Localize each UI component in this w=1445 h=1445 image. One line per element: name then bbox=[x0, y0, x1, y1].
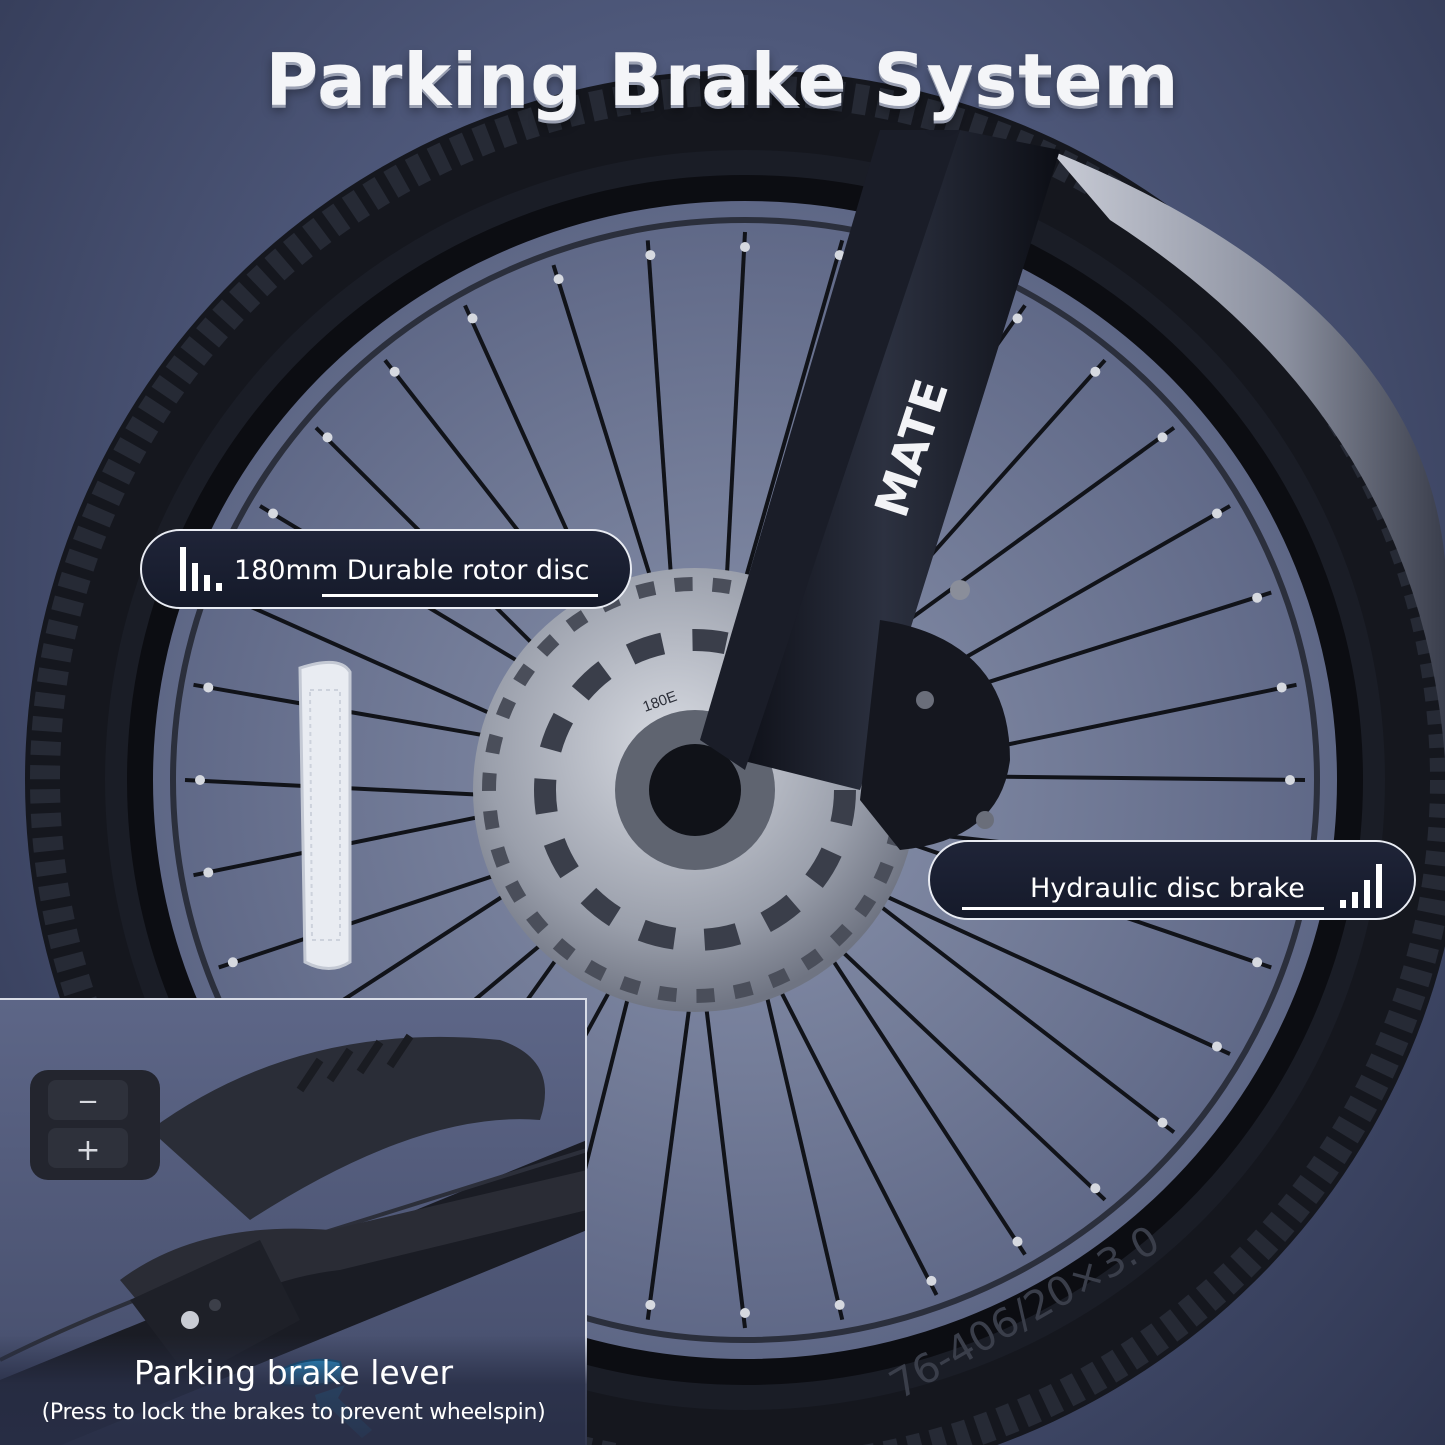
ascending-bars-icon bbox=[180, 547, 222, 591]
spoke-nipple bbox=[926, 1275, 937, 1286]
inset-title: Parking brake lever bbox=[133, 1353, 454, 1392]
spoke-nipple bbox=[1090, 366, 1101, 377]
callout-underline bbox=[962, 907, 1324, 910]
spoke-nipple bbox=[1157, 432, 1168, 443]
spoke-nipple bbox=[740, 242, 750, 252]
spoke-nipple bbox=[834, 1299, 845, 1310]
spoke-nipple bbox=[1285, 775, 1295, 785]
inset-caption-backdrop bbox=[0, 1335, 587, 1445]
spoke-nipple bbox=[1211, 508, 1222, 519]
spoke-nipple bbox=[740, 1308, 750, 1318]
spoke-reflector bbox=[298, 660, 352, 970]
spoke-nipple bbox=[268, 508, 279, 519]
callout-underline bbox=[322, 594, 598, 597]
spoke-nipple bbox=[645, 250, 656, 261]
spoke-nipple bbox=[645, 1299, 656, 1310]
ascending-bars-icon bbox=[1340, 864, 1382, 908]
parking-brake-inset-photo: − + bbox=[0, 998, 587, 1445]
spoke-nipple bbox=[834, 250, 845, 261]
spoke-nipple bbox=[1252, 592, 1263, 603]
spoke-nipple bbox=[1090, 1183, 1101, 1194]
callout-rotor-label: 180mm Durable rotor disc bbox=[234, 555, 590, 586]
spoke-nipple bbox=[1157, 1117, 1168, 1128]
fender bbox=[1050, 150, 1445, 760]
switch-minus: − bbox=[77, 1087, 99, 1117]
spoke-nipple bbox=[1012, 1236, 1023, 1247]
spoke-nipple bbox=[1211, 1041, 1222, 1052]
spoke-nipple bbox=[203, 682, 214, 693]
spoke-nipple bbox=[467, 313, 478, 324]
page-title: Parking Brake System bbox=[265, 38, 1180, 122]
spoke-nipple bbox=[389, 366, 400, 377]
spoke-nipple bbox=[1276, 682, 1287, 693]
front-fork: MATE bbox=[700, 130, 1060, 790]
callout-rotor-disc: 180mm Durable rotor disc bbox=[140, 529, 632, 609]
inset-subtitle: (Press to lock the brakes to prevent whe… bbox=[41, 1400, 546, 1425]
spoke-nipple bbox=[1252, 957, 1263, 968]
spoke-nipple bbox=[553, 274, 564, 285]
brake-caliper bbox=[860, 580, 1010, 850]
spoke-nipple bbox=[1012, 313, 1023, 324]
callout-hydraulic-brake: Hydraulic disc brake bbox=[928, 840, 1416, 920]
spoke-nipple bbox=[195, 775, 205, 785]
spoke-nipple bbox=[227, 957, 238, 968]
spoke-nipple bbox=[203, 867, 214, 878]
spoke-nipple bbox=[322, 432, 333, 443]
callout-brake-label: Hydraulic disc brake bbox=[1030, 873, 1305, 904]
switch-plus: + bbox=[75, 1133, 100, 1168]
